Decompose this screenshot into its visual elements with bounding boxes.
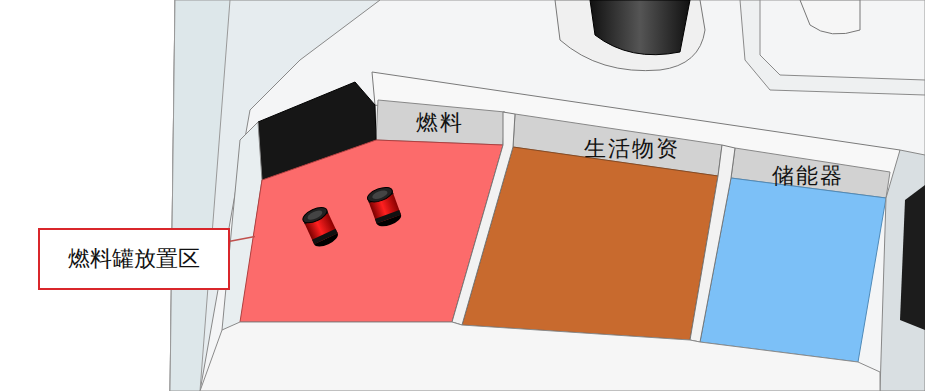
callout-label: 燃料罐放置区 xyxy=(68,244,200,274)
module-floor xyxy=(170,0,925,391)
black-cylinder xyxy=(590,0,690,55)
supplies-zone-node: 生活物资 xyxy=(513,112,723,342)
upper-socket xyxy=(555,0,705,71)
upper-pipe xyxy=(800,0,860,34)
upper-rim xyxy=(740,0,925,95)
front-rim xyxy=(200,322,880,391)
battery-zone xyxy=(700,178,886,362)
zone-label: 生活物资 xyxy=(584,138,680,160)
fuel-canister xyxy=(301,204,341,249)
divider-wall xyxy=(452,112,515,325)
fuel-canister xyxy=(366,185,403,230)
zone-label: 储能器 xyxy=(772,165,844,187)
callout-box: 燃料罐放置区 xyxy=(38,228,230,290)
right-dark-block xyxy=(900,185,925,330)
battery-zone-node: 储能器 xyxy=(731,145,891,365)
leader-line xyxy=(230,237,255,242)
divider-wall xyxy=(690,145,735,342)
fuel-zone-node: 燃料 xyxy=(255,100,515,325)
right-wall xyxy=(880,150,925,391)
zone-label: 燃料 xyxy=(416,112,464,134)
label-strip xyxy=(376,100,505,145)
